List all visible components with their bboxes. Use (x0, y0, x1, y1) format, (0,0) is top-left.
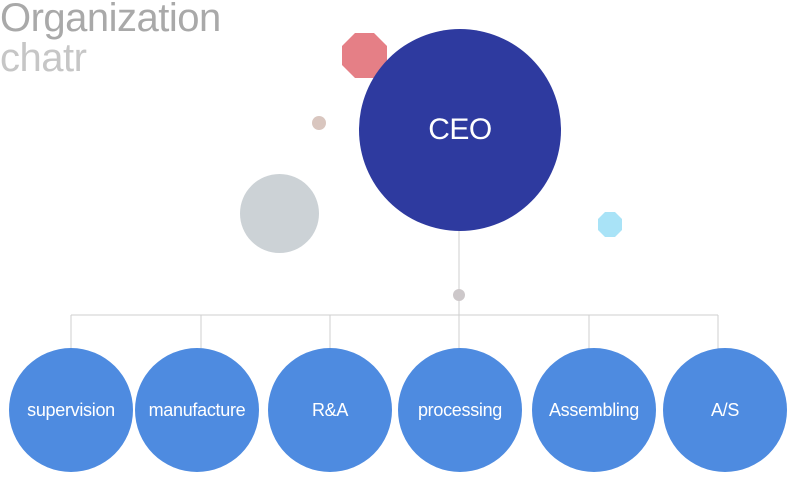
dept-label: R&A (311, 399, 349, 420)
cyan-octagon-decoration (598, 212, 622, 237)
dept-label: manufacture (148, 399, 246, 420)
dept-node-processing: processing (398, 348, 522, 472)
title-line-1: Organization (0, 0, 221, 40)
title-line-2: chatr (0, 36, 87, 80)
dept-node-assembling: Assembling (532, 348, 656, 472)
dept-node-as: A/S (663, 348, 787, 472)
dept-label: supervision (27, 399, 115, 420)
dept-label: processing (417, 399, 503, 420)
junction-dot (453, 289, 465, 301)
dept-node-supervision: supervision (9, 348, 133, 472)
ceo-label: CEO (428, 113, 492, 146)
dept-label: A/S (710, 399, 740, 420)
dept-node-manufacture: manufacture (135, 348, 259, 472)
red-octagon-decoration (342, 33, 387, 78)
diagram-title: Organization chatr (0, 0, 221, 78)
ceo-node: CEO (359, 29, 561, 231)
dept-node-ra: R&A (268, 348, 392, 472)
gray-circle-decoration (240, 174, 319, 253)
tan-dot-decoration (312, 116, 326, 130)
dept-label: Assembling (548, 399, 640, 420)
